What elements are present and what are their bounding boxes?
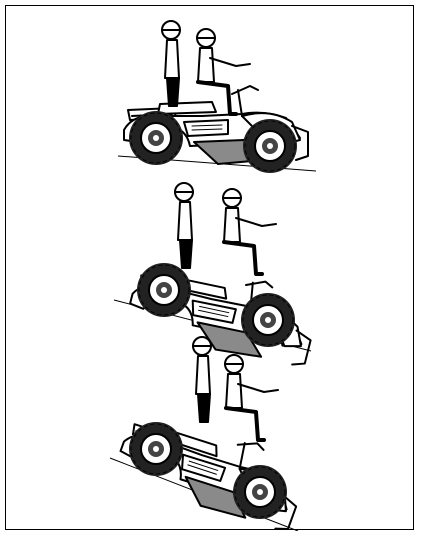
figure-frame <box>5 5 414 530</box>
panel-level-ground <box>118 21 316 173</box>
panel-uphill-moderate <box>114 183 322 371</box>
panel-uphill-steep <box>110 337 312 531</box>
atv-riding-illustration <box>6 6 415 531</box>
